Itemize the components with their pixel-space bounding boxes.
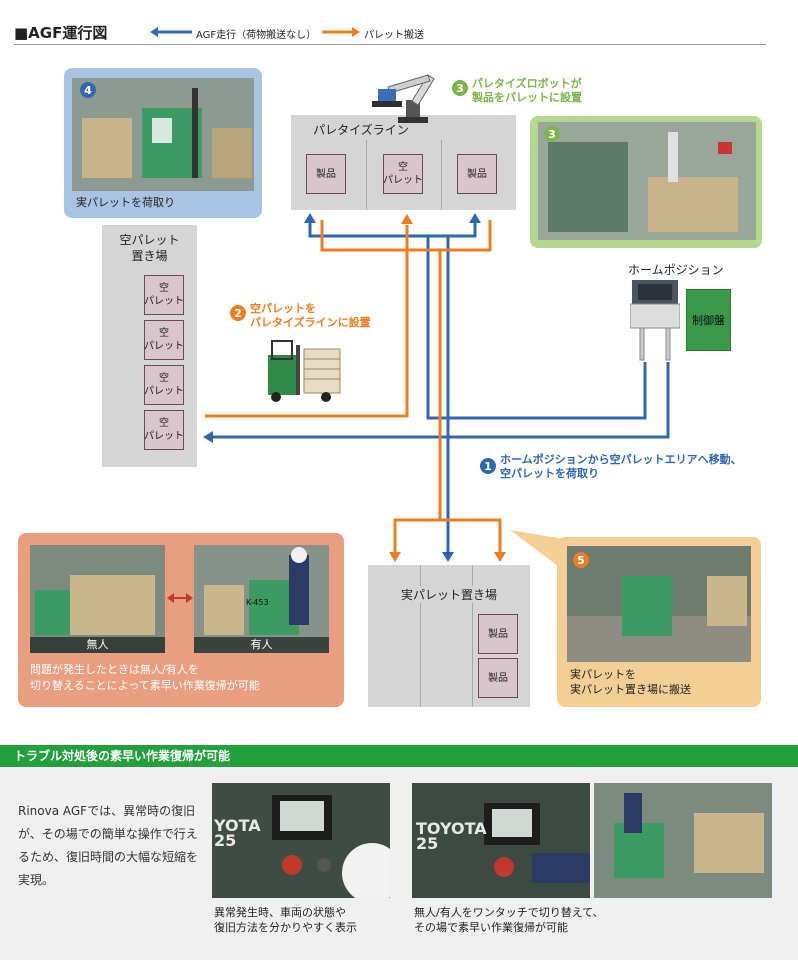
full-pallet-box-2: 製品 <box>478 658 518 698</box>
palletize-line-label: パレタイズライン <box>313 123 409 137</box>
step3-number: 3 <box>452 80 468 96</box>
empty-pallet-box-4: 空 パレット <box>144 410 184 450</box>
step4-number: 4 <box>80 82 96 98</box>
forklift-empty-pallet-icon <box>268 340 341 402</box>
step5-number: 5 <box>573 552 589 568</box>
full-pallet-box-1: 製品 <box>478 614 518 654</box>
recovery-caption-1: 異常発生時、車両の状態や 復旧方法を分かりやすく表示 <box>214 906 357 934</box>
blue-routes <box>210 220 670 555</box>
legend-blue-label: AGF走行（荷物搬送なし） <box>196 30 317 41</box>
forklift-plate: K-453 <box>246 598 269 607</box>
unmanned-label: 無人 <box>30 637 165 653</box>
step3-photo-number: 3 <box>544 126 560 142</box>
header-rule <box>14 44 766 45</box>
recovery-caption-2: 無人/有人をワンタッチで切り替えて、 その場で素早い作業復帰が可能 <box>414 906 604 934</box>
page-title: ■AGF運行図 <box>14 24 108 42</box>
empty-pallet-box-1: 空 パレット <box>144 275 184 315</box>
empty-pallet-box-3: 空 パレット <box>144 365 184 405</box>
recovery-photo-1 <box>212 783 390 898</box>
manned-label: 有人 <box>194 637 329 653</box>
step1-text: ホームポジションから空パレットエリアへ移動、 空パレットを荷取り <box>500 453 742 480</box>
legend-blue-arrow <box>150 27 192 37</box>
mode-switch-text: 問題が発生したときは無人/有人を 切り替えることによって素早い作業復帰が可能 <box>30 663 260 692</box>
recovery-photo-2 <box>412 783 590 898</box>
unmanned-photo <box>30 545 165 653</box>
recovery-heading: トラブル対処後の素早い作業復帰が可能 <box>0 745 798 767</box>
step3-photo <box>538 122 756 240</box>
step2-number: 2 <box>230 305 246 321</box>
home-position-agf-icon <box>630 280 680 361</box>
step4-caption: 実パレットを荷取り <box>76 196 175 209</box>
step1-number: 1 <box>480 458 496 474</box>
palletizing-robot-icon <box>372 74 435 123</box>
manned-photo <box>194 545 329 653</box>
legend-orange-label: パレット搬送 <box>364 30 424 41</box>
full-pallet-zone-label: 実パレット置き場 <box>368 586 530 603</box>
route-lines <box>203 213 670 562</box>
empty-pallet-box-2: 空 パレット <box>144 320 184 360</box>
legend-orange-arrow <box>322 27 360 37</box>
palletize-box-product-1: 製品 <box>306 154 346 194</box>
palletize-box-product-2: 製品 <box>457 154 497 194</box>
step5-caption: 実パレットを 実パレット置き場に搬送 <box>570 668 691 696</box>
recovery-description: Rinova AGFでは、異常時の復旧が、その場での簡単な操作で行えるため、復旧… <box>18 804 199 887</box>
legend <box>150 27 360 37</box>
step4-photo <box>72 78 254 191</box>
empty-pallet-zone-label: 空パレット 置き場 <box>119 233 180 263</box>
orange-routes <box>205 220 502 555</box>
step5-callout-pointer <box>510 530 570 575</box>
brand-text-2: TOYOTA 25 <box>416 819 487 853</box>
recovery-photo-3 <box>594 783 772 898</box>
step2-text: 空パレットを パレタイズラインに設置 <box>250 302 371 329</box>
step5-photo <box>567 546 751 662</box>
control-panel: 制御盤 <box>686 289 731 351</box>
step3-text: パレタイズロボットが 製品をパレットに設置 <box>472 77 582 104</box>
home-position-label: ホームポジション <box>628 263 724 277</box>
brand-text-1: YOTA 25 <box>214 816 261 850</box>
switch-arrow-icon <box>167 593 193 603</box>
blue-arrowheads <box>203 213 481 562</box>
palletize-box-empty: 空 パレット <box>383 154 423 194</box>
orange-arrowheads <box>389 214 506 562</box>
